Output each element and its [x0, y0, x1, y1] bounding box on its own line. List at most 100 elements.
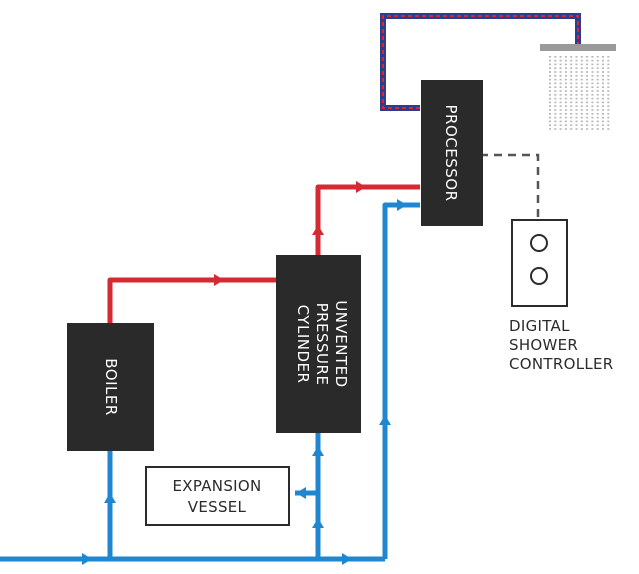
shower-spray-drop — [602, 90, 604, 92]
shower-spray-drop — [602, 71, 604, 73]
shower-spray-drop — [559, 128, 562, 130]
shower-spray-drop — [607, 82, 610, 85]
shower-spray-drop — [564, 67, 567, 69]
shower-spray-drop — [564, 90, 567, 92]
hot-pipe-boiler-to-cylinder — [107, 277, 278, 323]
shower-spray-drop — [570, 90, 573, 92]
shower-spray-drop — [575, 124, 578, 126]
shower-spray-drop — [591, 116, 594, 119]
expansion-vessel-unit: EXPANSION VESSEL — [145, 466, 290, 526]
shower-spray-drop — [575, 116, 578, 119]
shower-spray-drop — [596, 124, 599, 126]
shower-spray-drop — [575, 67, 578, 69]
shower-spray-drop — [591, 97, 594, 100]
shower-spray-drop — [586, 82, 589, 85]
shower-spray-drop — [575, 90, 578, 92]
shower-spray-drop — [586, 116, 589, 119]
shower-spray-drop — [549, 78, 551, 81]
shower-spray-drop — [575, 86, 578, 88]
shower-spray-drop — [575, 105, 578, 107]
shower-spray-drop — [586, 105, 589, 107]
shower-spray-drop — [570, 75, 573, 77]
shower-spray-drop — [559, 105, 562, 107]
shower-spray-drop — [591, 113, 594, 115]
shower-spray-drop — [591, 128, 594, 130]
shower-spray-drop — [607, 116, 610, 119]
shower-spray-drop — [591, 71, 594, 73]
shower-spray-drop — [554, 97, 557, 100]
shower-spray-drop — [559, 75, 562, 77]
shower-spray-drop — [570, 78, 573, 81]
hot-water-pipes — [107, 184, 420, 323]
shower-spray-drop — [580, 101, 583, 104]
controller-label-line-3: CONTROLLER — [509, 355, 614, 373]
shower-spray-drop — [602, 82, 604, 85]
shower-spray-drop — [580, 67, 583, 69]
shower-spray-drop — [586, 90, 589, 92]
shower-spray-drop — [570, 67, 573, 69]
shower-spray-drop — [554, 56, 557, 58]
shower-spray-drop — [602, 116, 604, 119]
cold-arrow-cylinder-2 — [312, 446, 324, 456]
shower-spray-drop — [575, 120, 578, 123]
shower-spray-drop — [602, 120, 604, 123]
controller-signal-line — [480, 153, 540, 220]
shower-spray-drop — [570, 113, 573, 115]
shower-spray-drop — [580, 116, 583, 119]
shower-spray-drop — [564, 105, 567, 107]
shower-spray-drop — [607, 71, 610, 73]
shower-spray-drop — [607, 75, 610, 77]
shower-spray-drop — [586, 78, 589, 81]
shower-spray-drop — [596, 128, 599, 130]
hot-pipe-cylinder-to-processor — [315, 184, 420, 255]
shower-spray-drop — [607, 90, 610, 92]
shower-spray-drop — [554, 124, 557, 126]
shower-spray-drop — [586, 71, 589, 73]
shower-spray-drop — [549, 116, 551, 119]
shower-spray-drop — [564, 82, 567, 85]
shower-spray-drop — [549, 63, 551, 66]
shower-spray-drop — [596, 59, 599, 62]
shower-spray-drop — [564, 94, 567, 96]
shower-spray-drop — [559, 94, 562, 96]
shower-spray-drop — [570, 105, 573, 107]
shower-spray-drop — [591, 109, 594, 111]
cold-flow-arrows — [82, 199, 407, 565]
shower-spray-drop — [564, 120, 567, 123]
cold-arrow-processor-1 — [379, 415, 391, 425]
shower-spray-drop — [559, 59, 562, 62]
shower-spray-drop — [549, 59, 551, 62]
shower-spray-drop — [586, 59, 589, 62]
shower-spray-drop — [602, 86, 604, 88]
shower-spray-drop — [591, 124, 594, 126]
shower-spray-drop — [554, 90, 557, 92]
shower-spray-drop — [559, 82, 562, 85]
shower-spray-drop — [564, 97, 567, 100]
shower-spray-drop — [607, 78, 610, 81]
shower-spray-drop — [602, 97, 604, 100]
shower-spray-drop — [596, 113, 599, 115]
shower-spray-drop — [549, 56, 551, 58]
shower-spray-drop — [591, 105, 594, 107]
shower-spray-drop — [586, 86, 589, 88]
shower-spray-drop — [559, 86, 562, 88]
shower-spray-drop — [559, 124, 562, 126]
shower-spray-drop — [559, 56, 562, 58]
shower-spray-drop — [586, 75, 589, 77]
shower-spray-drop — [580, 86, 583, 88]
controller-label-line-2: SHOWER — [509, 336, 578, 354]
shower-spray-drop — [570, 86, 573, 88]
shower-spray-drop — [607, 56, 610, 58]
shower-spray-drop — [559, 90, 562, 92]
cold-arrow-main-1 — [82, 553, 92, 565]
shower-spray-drop — [554, 78, 557, 81]
shower-spray-drop — [564, 101, 567, 104]
hot-flow-arrows — [214, 181, 366, 286]
shower-spray-drop — [596, 101, 599, 104]
cylinder-label-line-3: CYLINDER — [294, 305, 312, 384]
expansion-vessel-label-line-2: VESSEL — [188, 498, 247, 516]
shower-spray-drop — [549, 109, 551, 111]
shower-spray-drop — [549, 120, 551, 123]
shower-spray-drop — [549, 113, 551, 115]
shower-spray-drop — [591, 120, 594, 123]
